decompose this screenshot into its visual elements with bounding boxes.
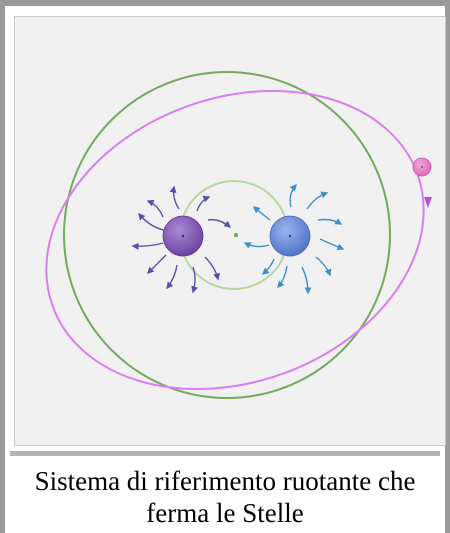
figure-caption: Sistema di riferimento ruotante che ferm…	[34, 466, 416, 528]
planet-orbit	[45, 89, 425, 391]
orbit-diagram	[45, 71, 432, 399]
planet-icon	[412, 157, 432, 177]
purple-star-icon	[162, 215, 204, 257]
outer-orbit	[63, 71, 391, 399]
right-star-arrows	[243, 183, 345, 295]
caption-separator	[10, 451, 440, 456]
direction-arrow-icon	[424, 197, 432, 208]
left-star-arrows	[131, 185, 232, 294]
blue-star-icon	[269, 215, 311, 257]
figure-image	[14, 16, 446, 446]
barycenter-marker	[234, 233, 238, 237]
